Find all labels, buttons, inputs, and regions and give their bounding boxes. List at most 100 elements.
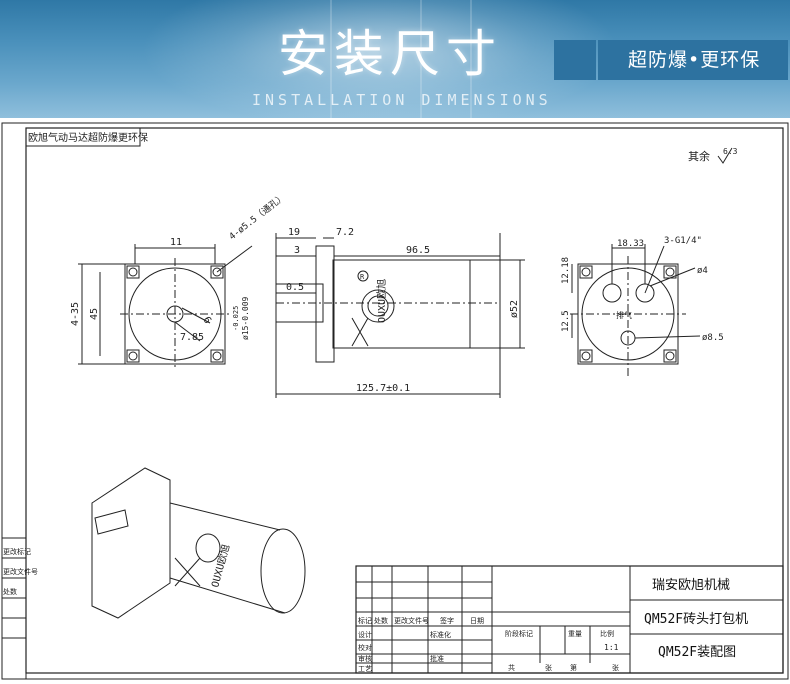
leader-line	[216, 245, 253, 273]
left-table-frame	[1, 537, 27, 680]
dim-45: 45	[89, 308, 100, 320]
dim-4-35: 4-35	[70, 302, 81, 326]
company-name: 瑞安欧旭机械	[652, 578, 730, 593]
leader-line	[644, 245, 665, 294]
dim-body-diameter: ø52	[509, 300, 520, 318]
title-role: 工艺	[358, 665, 372, 673]
mount-hole	[126, 265, 140, 279]
dim-total-length: 125.7±0.1	[356, 383, 410, 394]
mount-hole	[128, 267, 138, 277]
air-port	[602, 283, 622, 303]
stage-label: 重量	[568, 630, 582, 638]
title-role: 校对	[358, 643, 372, 652]
title-header-cell: 处数	[374, 616, 388, 625]
mount-hole	[579, 349, 593, 363]
dim-12-5: 12.5	[561, 310, 571, 332]
logo-x	[351, 317, 369, 347]
roughness-symbol	[717, 147, 733, 164]
iso-view	[91, 467, 306, 619]
dim-ports: 3-G1/4"	[664, 236, 702, 246]
dim-18-33: 18.33	[617, 239, 644, 249]
sheet-label: 张	[612, 663, 619, 672]
title-role: 设计	[358, 630, 372, 639]
dim-7-85: 7.85	[180, 332, 204, 343]
leader-line	[649, 267, 696, 287]
iso-shaft	[94, 509, 129, 535]
stage-label: 比例	[600, 629, 614, 638]
mount-hole	[579, 265, 593, 279]
dim-19: 19	[288, 227, 300, 238]
banner-ray	[420, 0, 422, 118]
dim-96-5: 96.5	[406, 245, 430, 256]
dim-holes: 4-ø5.5（通孔）	[227, 192, 288, 243]
banner-tagline: 超防爆•更环保	[598, 40, 788, 80]
mount-hole	[210, 349, 224, 363]
iso-body-edge	[169, 502, 286, 614]
mount-hole	[210, 265, 224, 279]
mount-hole	[126, 349, 140, 363]
banner-subtitle: INSTALLATION DIMENSIONS	[252, 91, 552, 109]
roughness-label: 其余	[688, 149, 710, 163]
mount-hole	[581, 267, 591, 277]
banner-accent-box	[554, 40, 596, 80]
banner-glow	[140, 0, 620, 118]
dim-shaft: ø15-0.009	[241, 296, 250, 340]
title-role-extra: 批准	[430, 654, 444, 663]
iso-flange	[91, 467, 171, 619]
title-role: 审核	[358, 654, 372, 663]
outer-frame	[1, 122, 789, 680]
mount-hole	[581, 351, 591, 361]
leader-line	[181, 307, 211, 324]
banner-ray	[330, 0, 332, 118]
mount-hole	[665, 267, 675, 277]
iso-brand-text: OUXU欧旭	[209, 543, 232, 589]
drawing-name: QM52F装配图	[658, 645, 736, 660]
mount-hole	[212, 351, 222, 361]
side-end-cap	[469, 259, 501, 349]
iso-end-cap	[260, 528, 306, 614]
side-flange	[315, 245, 335, 363]
title-block-frame	[355, 565, 784, 674]
technical-drawing-sheet: 欧旭气动马达超防爆更环保 其余 6.3 11 4-ø5.5（通孔） 4-35 4…	[0, 118, 790, 680]
dim-shaft-tolerance: -0.025	[232, 306, 240, 331]
title-block	[355, 565, 784, 674]
side-view	[275, 233, 525, 398]
registered-mark: R	[360, 273, 365, 281]
dim-phi8-5: ø8.5	[702, 333, 724, 343]
dim-0-5: 0.5	[286, 282, 304, 293]
dim-7-2: 7.2	[336, 227, 354, 238]
title-header-cell: 更改文件号	[394, 616, 429, 625]
left-table-row: 处数	[3, 587, 17, 596]
registered-mark-circle	[357, 270, 369, 282]
sheet-label: 第	[570, 663, 577, 672]
sheet-label: 张	[545, 663, 552, 672]
side-knob	[361, 289, 395, 323]
header-banner: 安装尺寸 INSTALLATION DIMENSIONS 超防爆•更环保	[0, 0, 790, 118]
side-body	[332, 259, 471, 349]
side-knob-inner	[367, 295, 389, 317]
title-header-cell: 签字	[440, 616, 454, 625]
back-view	[570, 244, 701, 376]
mount-hole	[665, 351, 675, 361]
left-revision-table	[1, 537, 27, 680]
product-name: QM52F砖头打包机	[644, 612, 748, 627]
title-header-cell: 标记	[358, 616, 372, 625]
side-brand-text: OUXU欧旭	[376, 279, 388, 323]
dim-6: 6	[200, 315, 213, 326]
mount-hole	[128, 351, 138, 361]
dim-11: 11	[170, 237, 182, 248]
banner-ray	[470, 0, 472, 118]
leader-line	[174, 321, 201, 342]
dim-12-18: 12.18	[561, 257, 571, 284]
corner-note: 欧旭气动马达超防爆更环保	[28, 131, 148, 144]
dim-phi4: ø4	[697, 266, 708, 276]
stage-label: 阶段标记	[505, 629, 533, 638]
banner-title: 安装尺寸	[278, 25, 502, 83]
iso-logo-x	[174, 557, 201, 587]
left-table-row: 更改标记	[3, 547, 31, 556]
title-header-cell: 日期	[470, 617, 484, 625]
technical-drawing: 欧旭气动马达超防爆更环保 其余 6.3 11 4-ø5.5（通孔） 4-35 4…	[1, 122, 789, 680]
scale-value: 1:1	[604, 643, 619, 652]
exhaust-label: 排气	[616, 310, 632, 320]
left-table-row: 更改文件号	[3, 567, 38, 576]
